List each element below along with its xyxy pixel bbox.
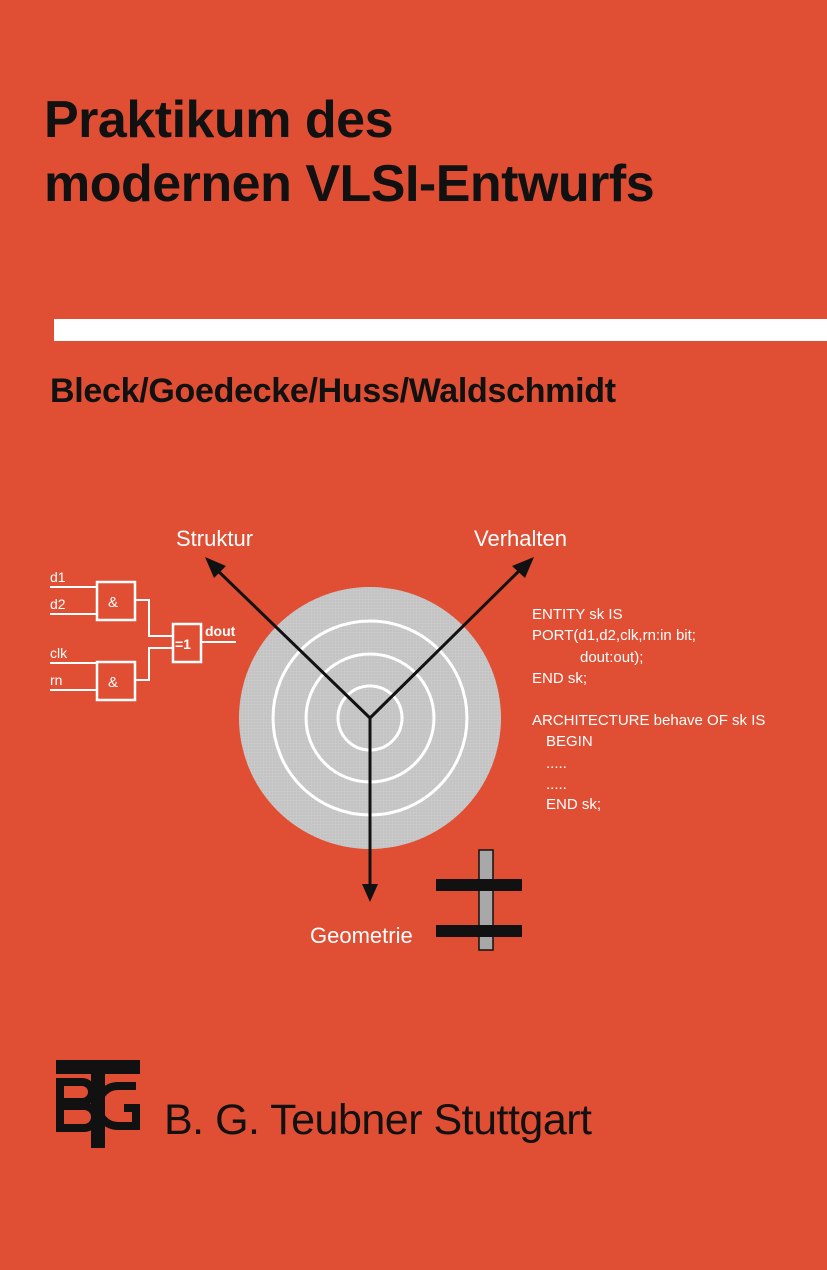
structure-arrowhead: [205, 557, 226, 578]
behavior-arrowhead: [512, 557, 534, 578]
white-rule: [54, 319, 827, 341]
code-line-2: PORT(d1,d2,clk,rn:in bit;: [532, 627, 696, 644]
code-line-7: .....: [546, 755, 567, 772]
code-line-8: .....: [546, 776, 567, 793]
layout-metal-bar-1: [436, 879, 522, 891]
authors: Bleck/Goedecke/Huss/Waldschmidt: [50, 372, 616, 410]
code-line-6: BEGIN: [546, 733, 593, 750]
output-label-dout: dout: [205, 623, 236, 639]
and-gate-2-label: &: [108, 674, 118, 691]
title-line-2: modernen VLSI-Entwurfs: [44, 155, 655, 213]
code-line-9: END sk;: [546, 796, 602, 813]
axis-label-geometry: Geometrie: [310, 923, 413, 948]
input-label-d2: d2: [50, 596, 66, 612]
input-label-clk: clk: [50, 645, 68, 661]
publisher-name: B. G. Teubner Stuttgart: [164, 1096, 592, 1144]
input-label-d1: d1: [50, 569, 66, 585]
code-line-4: END sk;: [532, 670, 588, 687]
layout-metal-bar-2: [436, 925, 522, 937]
behavior-axis: [368, 566, 524, 720]
teubner-logo: [56, 1060, 140, 1148]
code-line-3: dout:out);: [580, 649, 644, 666]
geometry-arrowhead: [362, 884, 378, 902]
xor-gate-label: =1: [175, 636, 191, 652]
and-gate-1-label: &: [108, 594, 118, 611]
axis-label-behavior: Verhalten: [474, 526, 567, 551]
gate-circuit: [50, 580, 236, 702]
axis-label-structure: Struktur: [176, 526, 253, 551]
code-line-1: ENTITY sk IS: [532, 606, 623, 623]
code-line-5: ARCHITECTURE behave OF sk IS: [532, 712, 766, 729]
y-chart-diagram: Struktur Verhalten Geometrie d1 d2 clk r…: [50, 526, 567, 951]
structure-axis: [213, 566, 372, 720]
input-label-rn: rn: [50, 672, 62, 688]
title-line-1: Praktikum des: [44, 91, 394, 149]
